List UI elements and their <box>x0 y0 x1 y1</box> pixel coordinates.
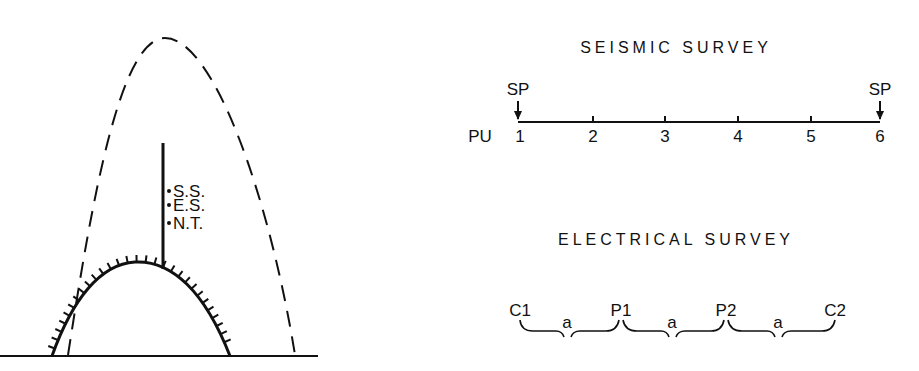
station-label: PU <box>468 128 492 145</box>
point-label: E.S. <box>173 197 205 214</box>
seismic-line <box>518 121 880 123</box>
well-line <box>162 143 165 269</box>
shot-point-label: SP <box>869 81 892 98</box>
salt-dome <box>52 262 230 356</box>
station-ticks <box>593 116 811 122</box>
section-title: SEISMIC SURVEY <box>580 40 772 56</box>
electrode-label: C1 <box>509 302 531 319</box>
shot-point-label: SP <box>507 81 530 98</box>
spacing-label: a <box>773 314 782 331</box>
spacing-label: a <box>562 314 571 331</box>
shot-arrow <box>879 101 881 119</box>
electrode-label: P1 <box>611 302 632 319</box>
station-number: 3 <box>660 128 669 145</box>
point-dot <box>167 203 171 207</box>
section-title: ELECTRICAL SURVEY <box>558 232 794 248</box>
shot-arrow <box>517 101 519 119</box>
point-dot <box>167 221 171 225</box>
electrode-label: C2 <box>824 302 846 319</box>
ground-line <box>0 355 318 357</box>
hatch-ticks <box>48 255 230 349</box>
station-number: 5 <box>806 128 815 145</box>
dome-outline <box>68 38 295 355</box>
spacing-label: a <box>667 314 676 331</box>
station-number: 1 <box>515 128 524 145</box>
point-dot <box>167 189 171 193</box>
electrode-label: P2 <box>716 302 737 319</box>
station-number: 4 <box>733 128 742 145</box>
point-label: N.T. <box>173 215 203 232</box>
station-number: 6 <box>875 128 884 145</box>
station-number: 2 <box>588 128 597 145</box>
